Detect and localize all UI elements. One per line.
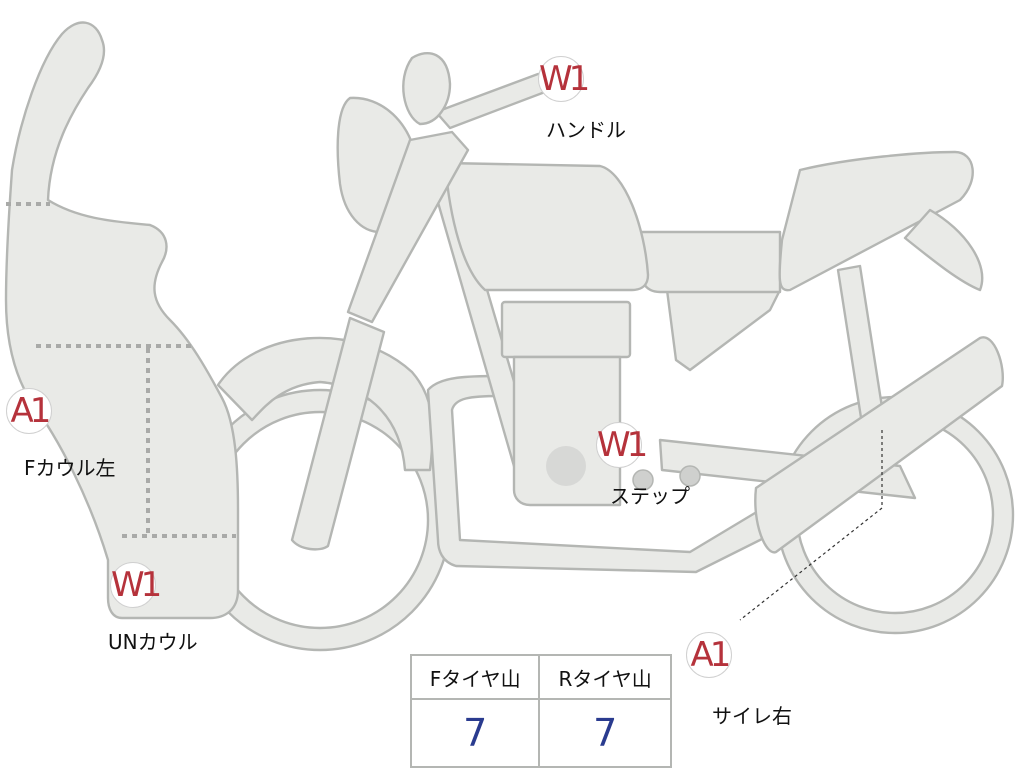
label-cowl-left: Fカウル左: [24, 456, 116, 480]
engine-block: [512, 355, 622, 507]
fork-lower: [290, 316, 386, 551]
front-fork: [346, 130, 470, 324]
label-silencer-right: サイレ右: [712, 704, 792, 728]
handlebar: [434, 72, 550, 130]
damage-badge-handle: W1: [538, 56, 590, 102]
front-tire-header: Fタイヤ山: [409, 654, 541, 700]
damage-badge-cowl-left: A1: [6, 388, 52, 434]
silencer-leader-line: [739, 430, 883, 621]
front-tire-value: 7: [409, 698, 541, 768]
label-under-cowl: UNカウル: [108, 630, 198, 654]
fuel-tank: [443, 161, 650, 292]
front-fender: [216, 336, 434, 472]
tail-cowl: [778, 150, 974, 292]
silencer: [754, 336, 1004, 554]
rear-tire-value: 7: [538, 698, 672, 768]
tail-fin: [903, 208, 984, 292]
damage-badge-silencer-right: A1: [686, 632, 732, 678]
mirror: [402, 51, 452, 126]
damage-badge-under-cowl: W1: [110, 562, 162, 608]
damage-badge-step: W1: [596, 422, 648, 468]
label-step: ステップ: [610, 484, 690, 508]
step-peg: [679, 465, 701, 487]
rear-tire-header: Rタイヤ山: [538, 654, 672, 700]
step-peg: [632, 469, 654, 491]
tire-tread-table: Fタイヤ山 Rタイヤ山 7 7: [409, 654, 672, 768]
seat: [638, 230, 782, 294]
engine-cover: [546, 446, 586, 486]
frame-tube: [426, 374, 778, 574]
front-cowl: [4, 21, 240, 620]
engine-head: [500, 300, 632, 359]
label-handle: ハンドル: [546, 118, 626, 142]
rear-shock: [836, 264, 886, 426]
side-cover: [665, 288, 782, 372]
